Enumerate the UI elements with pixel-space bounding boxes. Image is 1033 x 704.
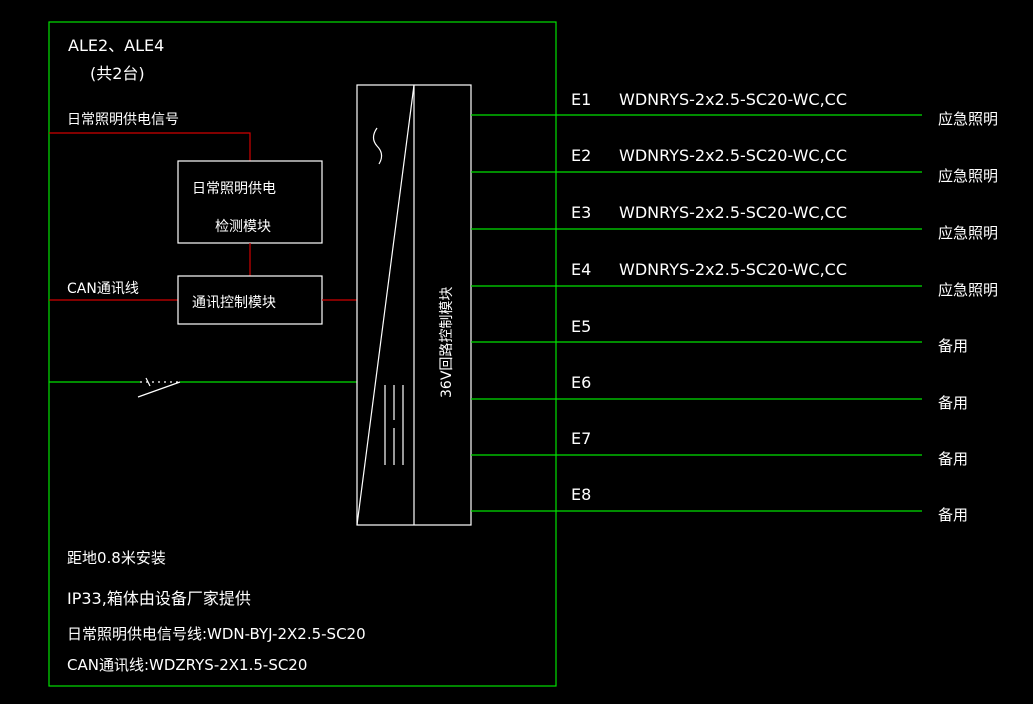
- circuit-id: E6: [571, 373, 591, 392]
- circuit-load: 备用: [938, 450, 968, 468]
- detection-module-label-1: 日常照明供电: [192, 181, 276, 197]
- controller-label: 36V回路控制模块: [439, 287, 455, 398]
- circuit-cable: WDNRYS-2x2.5-SC20-WC,CC: [619, 90, 847, 109]
- circuit-row: E7 备用: [471, 429, 968, 468]
- circuit-id: E8: [571, 485, 591, 504]
- circuit-cable: WDNRYS-2x2.5-SC20-WC,CC: [619, 203, 847, 222]
- switch-contact: [145, 377, 151, 387]
- circuit-row: E5 备用: [471, 317, 968, 355]
- circuit-id: E7: [571, 429, 591, 448]
- circuit-load: 应急照明: [938, 281, 998, 299]
- comm-control-module-label: 通讯控制模块: [192, 295, 276, 311]
- circuit-load: 应急照明: [938, 224, 998, 242]
- circuit-load: 备用: [938, 337, 968, 355]
- panel-title: ALE2、ALE4: [68, 36, 164, 55]
- panel-enclosure: [48, 21, 557, 687]
- circuit-id: E4: [571, 260, 591, 279]
- daily-signal-label: 日常照明供电信号: [67, 112, 179, 128]
- circuit-load: 应急照明: [938, 110, 998, 128]
- circuit-row: E2 WDNRYS-2x2.5-SC20-WC,CC 应急照明: [471, 146, 998, 185]
- circuit-load: 备用: [938, 394, 968, 412]
- note-install: 距地0.8米安装: [67, 549, 166, 567]
- circuit-id: E3: [571, 203, 591, 222]
- circuit-cable: WDNRYS-2x2.5-SC20-WC,CC: [619, 260, 847, 279]
- can-label: CAN通讯线: [67, 281, 139, 297]
- circuit-row: E8 备用: [471, 485, 968, 524]
- circuit-load: 应急照明: [938, 167, 998, 185]
- controller-diagonal: [356, 84, 415, 526]
- circuit-row: E3 WDNRYS-2x2.5-SC20-WC,CC 应急照明: [471, 203, 998, 242]
- panel-quantity: (共2台): [90, 64, 145, 83]
- circuit-load: 备用: [938, 506, 968, 524]
- circuit-cable: WDNRYS-2x2.5-SC20-WC,CC: [619, 146, 847, 165]
- ac-symbol: [372, 127, 383, 165]
- switch-blade: [137, 381, 181, 398]
- circuit-row: E6 备用: [471, 373, 968, 412]
- circuit-row: E1 WDNRYS-2x2.5-SC20-WC,CC 应急照明: [471, 90, 998, 128]
- note-signal-cable: 日常照明供电信号线:WDN-BYJ-2X2.5-SC20: [67, 625, 366, 643]
- daily-signal-wire: [49, 132, 251, 161]
- detection-module-label-2: 检测模块: [215, 219, 271, 235]
- note-can-cable: CAN通讯线:WDZRYS-2X1.5-SC20: [67, 656, 307, 674]
- circuit-id: E1: [571, 90, 591, 109]
- circuit-id: E5: [571, 317, 591, 336]
- circuit-id: E2: [571, 146, 591, 165]
- circuit-row: E4 WDNRYS-2x2.5-SC20-WC,CC 应急照明: [471, 260, 998, 299]
- note-ip: IP33,箱体由设备厂家提供: [67, 589, 251, 608]
